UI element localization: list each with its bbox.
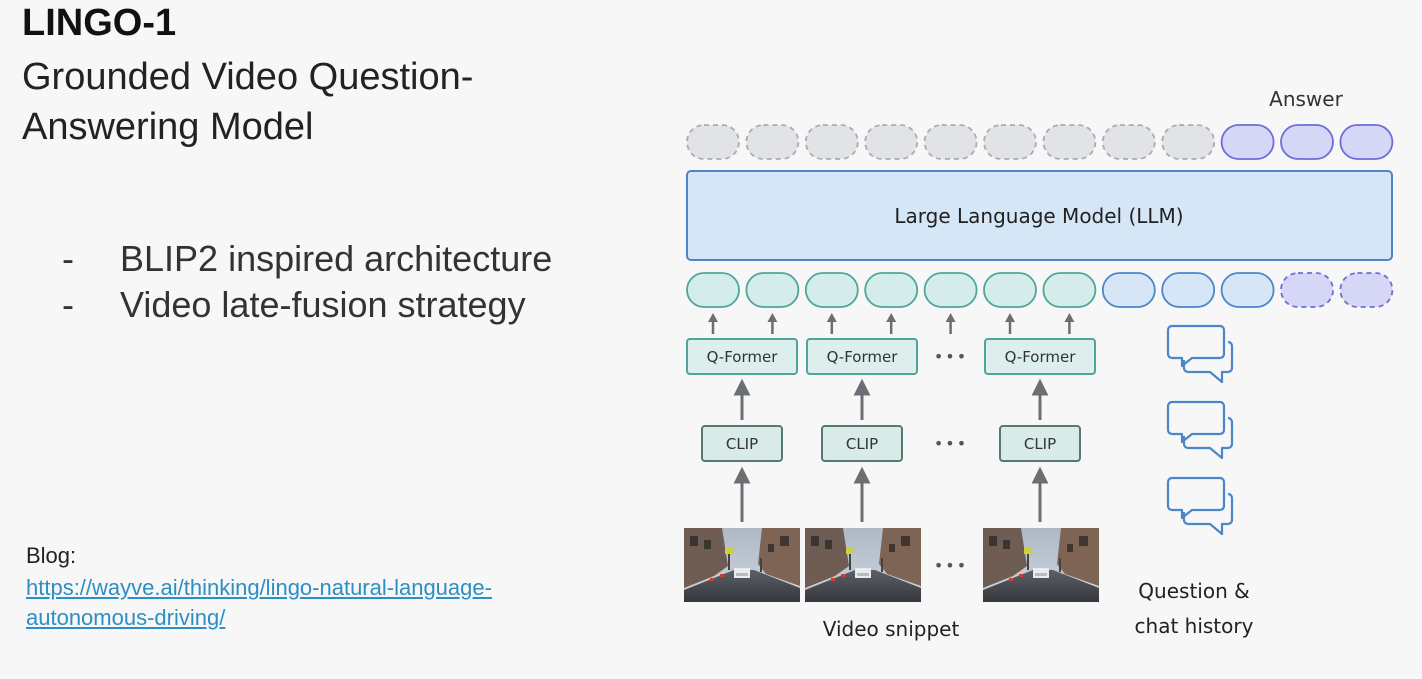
blog-link[interactable]: https://wayve.ai/thinking/lingo-natural-… [26,575,492,630]
token-arrow-head [886,313,897,322]
chat-bubble-icon [1166,400,1234,460]
bullet-text: Video late-fusion strategy [120,284,526,325]
qformer-block-3: Q-Former [984,338,1096,375]
token-arrow-head [1005,313,1015,322]
answer-token [1339,272,1394,308]
architecture-diagram: Answer Large Language Model (LLM) Q-Form… [680,87,1394,641]
bullet-item: - Video late-fusion strategy [62,282,552,328]
video-frame-2 [805,528,921,602]
clip-block-3: CLIP [999,425,1081,462]
video-token [1042,272,1097,308]
output-token [1101,124,1156,160]
output-token [686,124,740,160]
video-token [745,272,800,308]
video-token [804,272,859,308]
output-token [864,124,919,160]
bullet-list: - BLIP2 inspired architecture - Video late… [62,236,552,328]
video-token [983,272,1037,308]
answer-label: Answer [1269,87,1343,111]
token-arrow-head [708,313,718,322]
qformer-ellipsis: ••• [934,347,968,366]
video-token [864,272,919,308]
pipeline-arrows [733,378,1049,522]
output-token [923,124,978,160]
video-frame-1 [684,528,800,602]
token-arrows [708,313,1075,334]
video-token [923,272,978,308]
chat-history-label-line2: chat history [1135,614,1254,638]
text-token [1101,272,1156,308]
chat-bubble-icon [1166,324,1234,384]
chat-bubble-icon [1166,476,1234,536]
answer-token [1280,124,1334,160]
slide-subtitle: Grounded Video Question-Answering Model [22,56,474,148]
qformer-label: Q-Former [1005,348,1077,366]
clip-block-1: CLIP [701,425,783,462]
token-arrow-head [826,313,837,322]
output-token-row [686,124,1394,160]
output-token [745,124,800,160]
bullet-text: BLIP2 inspired architecture [120,238,553,279]
clip-label: CLIP [1024,435,1056,453]
clip-label: CLIP [726,435,758,453]
text-token [1220,272,1275,308]
video-snippet-label: Video snippet [823,617,960,641]
token-arrow-head [1064,313,1075,322]
frame-ellipsis: ••• [934,556,968,575]
output-token [804,124,859,160]
video-frame-3 [983,528,1099,602]
token-arrow-head [945,313,956,322]
answer-token [1280,272,1334,308]
qformer-label: Q-Former [707,348,779,366]
llm-block [686,170,1393,261]
qformer-block-2: Q-Former [806,338,918,375]
clip-ellipsis: ••• [934,434,968,453]
clip-label: CLIP [846,435,878,453]
slide-title: LINGO-1 [22,2,177,44]
answer-token [1339,124,1394,160]
video-token [686,272,740,308]
output-token [1161,124,1216,160]
qformer-label: Q-Former [827,348,899,366]
blog-label: Blog: [26,543,77,568]
output-token [983,124,1037,160]
bullet-dash: - [62,284,74,325]
clip-block-2: CLIP [821,425,903,462]
llm-label: Large Language Model (LLM) [894,204,1183,228]
token-arrow-head [767,313,778,322]
input-token-row [686,272,1394,308]
text-token [1161,272,1216,308]
bullet-dash: - [62,238,74,279]
bullet-item: - BLIP2 inspired architecture [62,236,552,282]
answer-token [1220,124,1275,160]
chat-history-label-line1: Question & [1138,579,1249,603]
output-token [1042,124,1097,160]
qformer-block-1: Q-Former [686,338,798,375]
